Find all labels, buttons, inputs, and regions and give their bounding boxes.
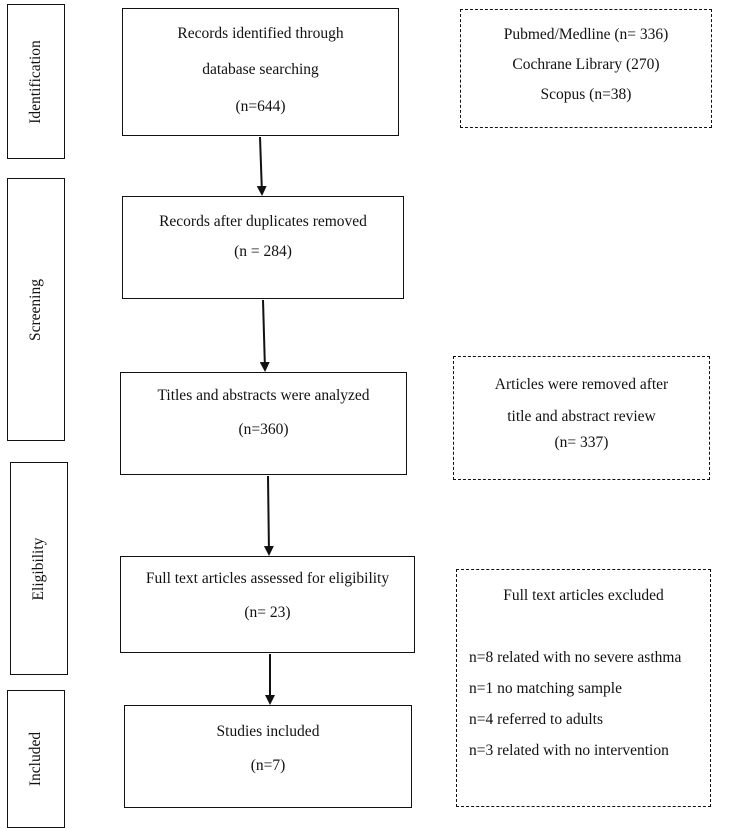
articles-removed-count: (n= 337) <box>554 434 609 451</box>
exclusion-reason: n=8 related with no severe asthma <box>469 649 682 666</box>
stage-screening: Screening <box>7 178 65 441</box>
arrow-identified-to-duplicates <box>256 136 267 196</box>
studies-included-count: (n=7) <box>250 757 286 774</box>
records-identified-box: Records identified through database sear… <box>122 8 399 136</box>
source-scopus: Scopus (n=38) <box>540 86 632 103</box>
articles-removed-line2: title and abstract review <box>507 408 656 425</box>
source-cochrane: Cochrane Library (270) <box>512 56 660 73</box>
duplicates-removed-count: (n = 284) <box>234 243 292 260</box>
studies-included-line1: Studies included <box>216 723 320 740</box>
exclusion-reason: n=3 related with no intervention <box>469 742 669 759</box>
full-text-excluded-title: Full text articles excluded <box>503 587 664 604</box>
articles-removed-box: Articles were removed after title and ab… <box>453 356 710 480</box>
titles-abstracts-box: Titles and abstracts were analyzed (n=36… <box>120 372 407 475</box>
full-text-assessed-line1: Full text articles assessed for eligibil… <box>145 570 390 587</box>
exclusion-reason: n=4 referred to adults <box>469 711 603 728</box>
database-sources-box: Pubmed/Medline (n= 336) Cochrane Library… <box>460 9 712 128</box>
arrow-titles-to-fulltext <box>263 475 274 556</box>
full-text-excluded-box: Full text articles excluded n=8 related … <box>456 569 711 807</box>
source-pubmed: Pubmed/Medline (n= 336) <box>503 26 669 43</box>
stage-identification: Identification <box>7 4 65 159</box>
records-identified-count: (n=644) <box>235 98 286 115</box>
exclusion-reason: n=1 no matching sample <box>469 680 622 697</box>
records-identified-line2: database searching <box>202 61 319 78</box>
titles-abstracts-line1: Titles and abstracts were analyzed <box>157 387 370 404</box>
records-identified-line1: Records identified through <box>177 25 344 42</box>
stage-included: Included <box>7 690 65 828</box>
full-text-assessed-box: Full text articles assessed for eligibil… <box>120 556 415 653</box>
duplicates-removed-line1: Records after duplicates removed <box>159 213 367 230</box>
studies-included-box: Studies included (n=7) <box>124 705 412 808</box>
articles-removed-line1: Articles were removed after <box>494 376 669 393</box>
duplicates-removed-box: Records after duplicates removed (n = 28… <box>122 196 404 299</box>
titles-abstracts-count: (n=360) <box>238 421 289 438</box>
full-text-assessed-count: (n= 23) <box>244 604 291 621</box>
stage-eligibility: Eligibility <box>10 462 68 675</box>
arrow-duplicates-to-titles <box>259 299 270 372</box>
